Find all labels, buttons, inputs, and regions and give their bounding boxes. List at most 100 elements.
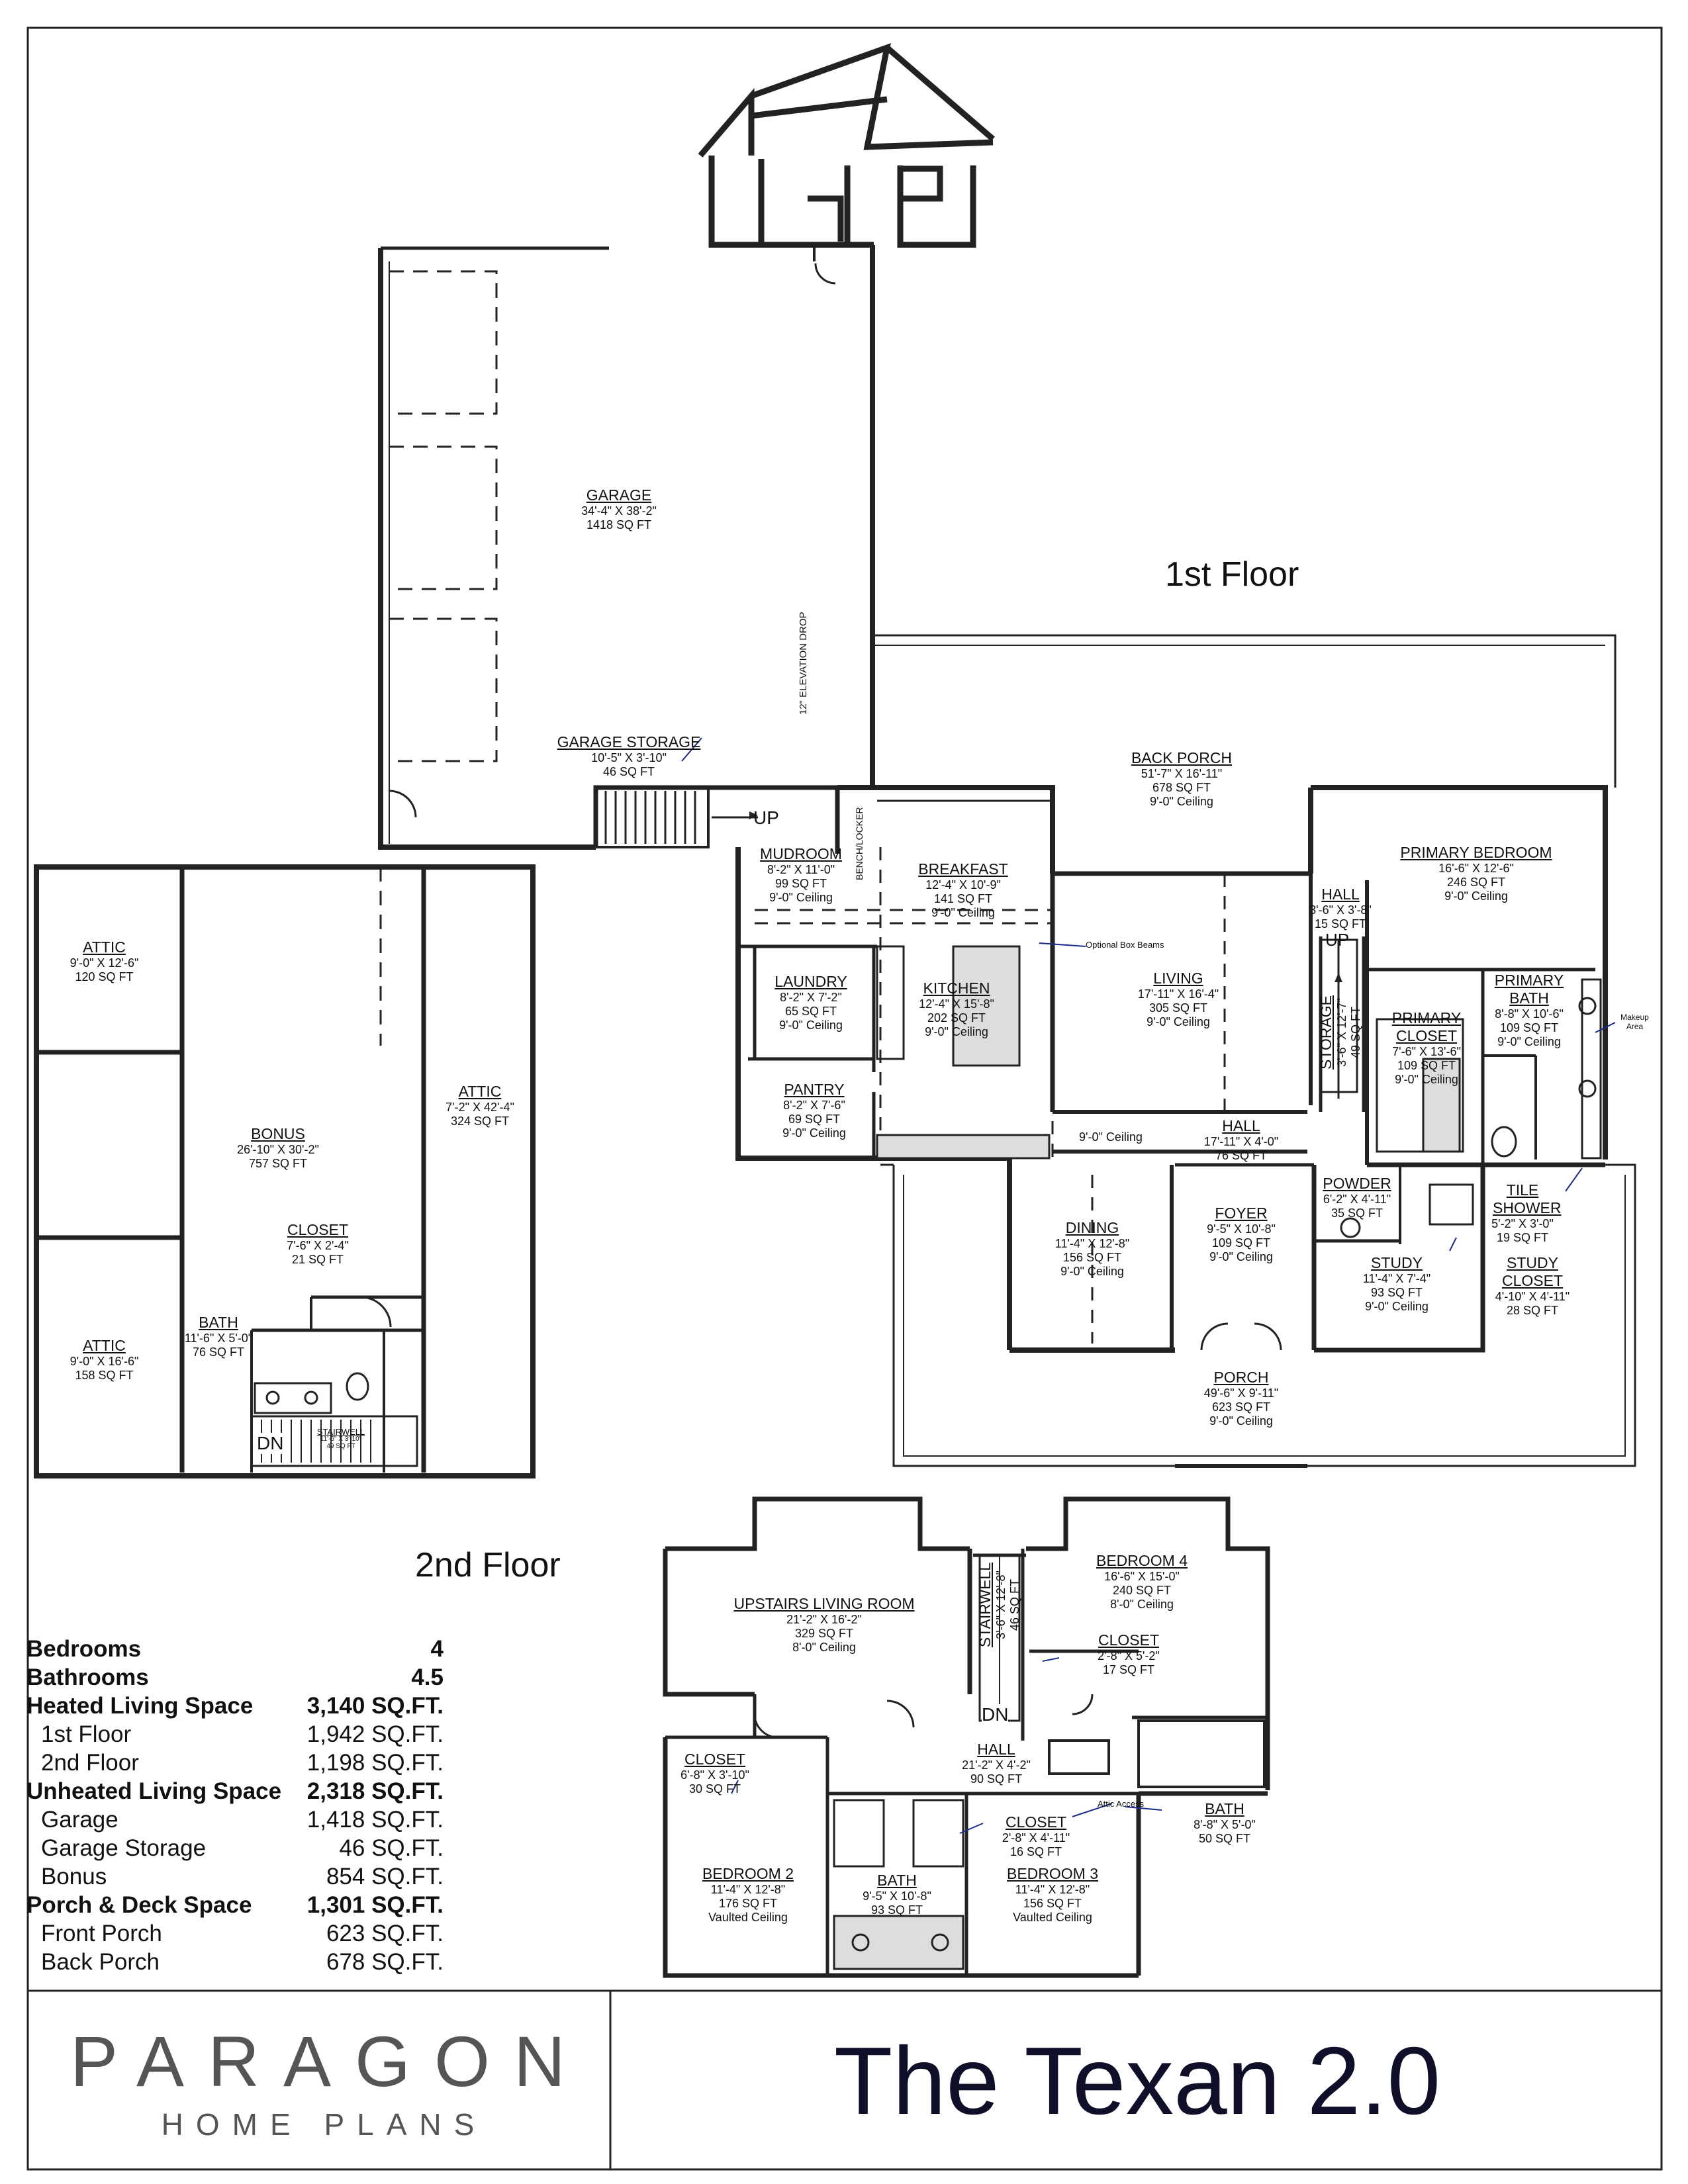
room-name: UPSTAIRS LIVING ROOM [733,1595,915,1612]
room-area: 19 SQ FT [1496,1231,1549,1244]
summary-value: 1,198 SQ.FT. [306,1750,444,1776]
room-ceiling: 9'-0" Ceiling [782,1126,846,1140]
page-border [26,26,1663,2171]
room-name: STUDY CLOSET [1501,1254,1564,1289]
makeup-area-note: Makeup Area [1620,1013,1649,1031]
summary-label: Back Porch [41,1949,160,1975]
room-name: ATTIC [83,1337,126,1354]
summary-value: 1,301 SQ.FT. [306,1892,444,1918]
room-back-porch: BACK PORCH 51'-7" X 16'-11" 678 SQ FT 9'… [1099,749,1264,809]
room-name: BATH [877,1872,917,1889]
room-area: 305 SQ FT [1149,1001,1208,1015]
room-area: 28 SQ FT [1506,1304,1559,1317]
bench-locker-note: BENCH/LOCKER [854,807,865,880]
room-stairwell-2: STAIRWELL 3'-6" X 12'-8" 46 SQ FT [976,1555,1022,1655]
room-dims: 11'-6" X 3'-10" [320,1435,362,1443]
room-name: ATTIC [458,1083,502,1100]
room-dims: 49'-6" X 9'-11" [1203,1387,1279,1400]
room-hall-small: HALL 3'-6" X 3'-8" 15 SQ FT [1297,886,1383,931]
room-area: 1418 SQ FT [586,518,652,531]
room-hall-up: HALL 21'-2" X 4'-2" 90 SQ FT [940,1741,1053,1786]
room-dims: 10'-5" X 3'-10" [591,751,667,764]
leader-lines [681,737,1616,1834]
room-area: 329 SQ FT [794,1627,854,1640]
room-area: 49 SQ FT [326,1443,355,1450]
optional-box-beams [755,847,1226,1343]
room-area: 757 SQ FT [248,1157,308,1170]
room-name: CLOSET [1098,1631,1160,1649]
bonus-wing-walls [34,864,536,1479]
room-area: 49 SQ FT [1349,1006,1362,1059]
brand-tagline: HOME PLANS [161,2107,487,2142]
room-dims: 8'-2" X 7'-2" [780,991,842,1004]
room-dims: 6'-2" X 4'-11" [1323,1193,1391,1206]
room-dims: 16'-6" X 12'-6" [1438,862,1514,875]
room-name: KITCHEN [923,979,990,997]
first-floor-walls [735,634,1636,1468]
room-ceiling: 9'-0" Ceiling [925,1025,988,1038]
room-name: PORCH [1213,1369,1269,1386]
stair-arrows [749,811,1342,982]
room-dims: 11'-4" X 12'-8" [1015,1883,1090,1896]
room-primary-closet: PRIMARY CLOSET 7'-6" X 13'-6" 109 SQ FT … [1374,1009,1479,1087]
room-dims: 8'-2" X 7'-6" [783,1099,845,1112]
room-name: PRIMARY BATH [1494,972,1564,1007]
brand-logo: PARAGON HOME PLANS [30,1993,605,2169]
room-area: 46 SQ FT [1008,1578,1021,1631]
second-floor-title: 2nd Floor [415,1546,561,1584]
room-bath-b4: BATH 8'-8" X 5'-0" 50 SQ FT [1182,1800,1268,1846]
room-primary-bath: PRIMARY BATH 8'-8" X 10'-6" 109 SQ FT 9'… [1483,972,1575,1049]
room-name: CLOSET [1005,1813,1067,1831]
room-dining: DINING 11'-4" X 12'-8" 156 SQ FT 9'-0" C… [1033,1219,1152,1279]
summary-label: Garage [41,1807,118,1833]
dn-label-upstairs: DN [982,1704,1009,1725]
room-dims: 11'-4" X 12'-8" [1055,1237,1130,1250]
room-dims: 11'-4" X 12'-8" [710,1883,786,1896]
room-study: STUDY 11'-4" X 7'-4" 93 SQ FT 9'-0" Ceil… [1337,1254,1456,1314]
room-dims: 26'-10" X 30'-2" [237,1143,319,1156]
primary-stairs [1319,938,1358,1099]
summary-row: Back Porch 678 SQ.FT. [26,1948,444,1976]
up-label: UP [753,807,779,828]
room-powder: POWDER 6'-2" X 4'-11" 35 SQ FT [1314,1175,1400,1220]
room-mudroom: MUDROOM 8'-2" X 11'-0" 99 SQ FT 9'-0" Ce… [755,845,847,905]
room-dims: 7'-6" X 2'-4" [287,1239,349,1252]
room-dims: 2'-8" X 5'-2" [1098,1649,1160,1662]
room-name: BATH [199,1314,238,1331]
first-floor-title: 1st Floor [1165,555,1299,594]
room-breakfast: BREAKFAST 12'-4" X 10'-9" 141 SQ FT 9'-0… [890,860,1036,920]
room-name: HALL [1222,1117,1260,1134]
room-garage: GARAGE 34'-4" X 38'-2" 1418 SQ FT [536,486,702,532]
room-dims: 9'-5" X 10'-8" [863,1889,931,1903]
room-area: 76 SQ FT [1215,1149,1268,1162]
room-name: ATTIC [83,938,126,956]
summary-value: 4.5 [411,1664,444,1690]
room-name: BACK PORCH [1131,749,1233,766]
room-tile-shower: TILE SHOWER 5'-2" X 3'-0" 19 SQ FT [1483,1181,1562,1245]
room-area: 65 SQ FT [784,1005,837,1018]
room-area: 99 SQ FT [774,877,827,890]
room-bedroom4: BEDROOM 4 16'-6" X 15'-0" 240 SQ FT 8'-0… [1069,1552,1215,1612]
elevation-drop-note: 12" ELEVATION DROP [798,612,809,715]
room-name: GARAGE STORAGE [557,733,701,751]
room-area: 76 SQ FT [192,1345,245,1359]
room-foyer: FOYER 9'-5" X 10'-8" 109 SQ FT 9'-0" Cei… [1185,1205,1297,1264]
room-closet-b4: CLOSET 2'-8" X 5'-2" 17 SQ FT [1086,1631,1172,1677]
summary-value: 4 [430,1636,444,1662]
plan-title-box: The Texan 2.0 [614,1993,1660,2169]
summary-value: 678 SQ.FT. [326,1949,444,1975]
room-dims: 9'-0" X 16'-6" [70,1355,139,1368]
room-name: GARAGE [586,486,652,504]
room-dims: 21'-2" X 4'-2" [962,1758,1031,1772]
room-name: DINING [1065,1219,1119,1236]
summary-label: 2nd Floor [41,1750,139,1776]
room-area: 109 SQ FT [1499,1021,1559,1034]
room-dims: 8'-8" X 10'-6" [1495,1007,1564,1021]
